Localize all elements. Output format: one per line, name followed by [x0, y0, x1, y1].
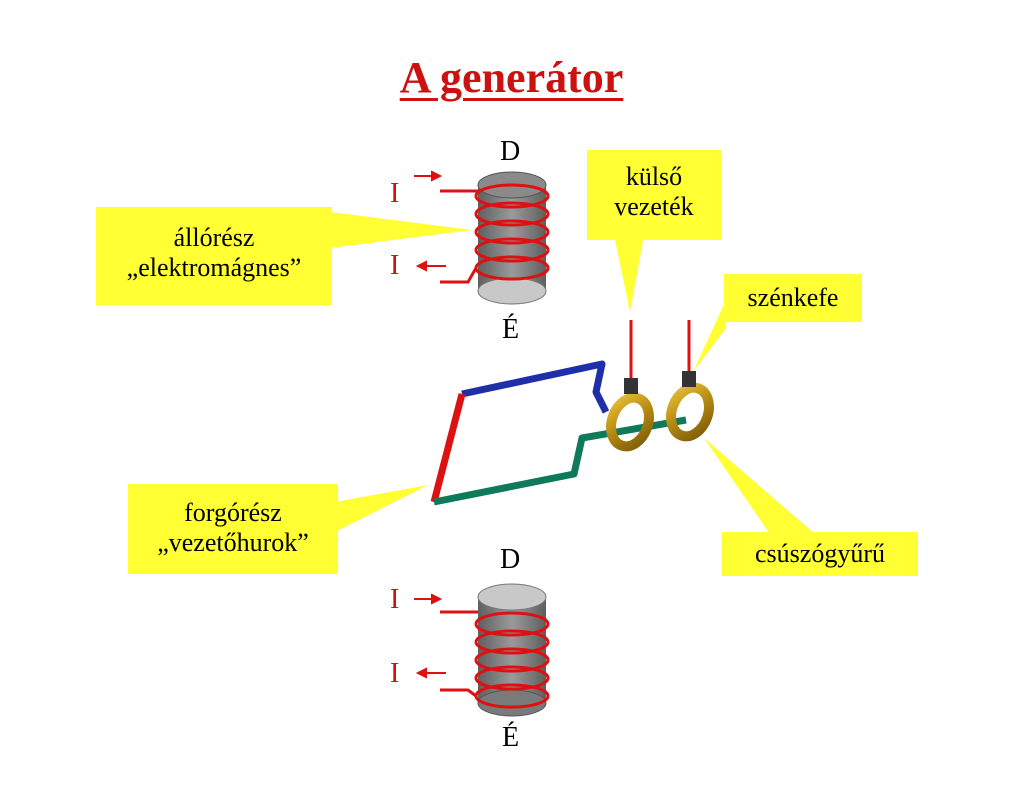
bottom-current-arrows — [414, 593, 446, 679]
carbon-brush-left — [624, 378, 638, 394]
brush-callout-pointer — [693, 300, 726, 372]
rotor-wire-loop — [430, 360, 687, 506]
bottom-coil-windings — [440, 610, 550, 709]
carbon-brush-right — [682, 371, 696, 387]
loop-red-segment — [430, 393, 466, 503]
top-current-arrows — [414, 170, 446, 272]
slip-rings — [606, 382, 714, 452]
slip-ring-right — [666, 382, 714, 442]
brush-callout: szénkefe — [724, 274, 862, 322]
outer-wire-callout: külső vezeték — [587, 150, 721, 240]
stator-callout-line1: állórész — [173, 223, 255, 252]
top-current-out-label: I — [390, 250, 400, 281]
slip-ring-callout-pointer — [704, 438, 815, 534]
top-core-bottom-face — [477, 277, 547, 305]
brushes — [624, 320, 696, 394]
rotor-callout-pointer — [335, 485, 428, 532]
top-electromagnet — [414, 170, 550, 305]
rotor-callout-line2: „vezetőhurok” — [157, 528, 309, 557]
bottom-electromagnet — [414, 583, 550, 717]
outer-wire-callout-pointer — [614, 235, 644, 312]
stator-callout-line2: „elektromágnes” — [126, 253, 302, 282]
bottom-south-pole-label: É — [502, 722, 520, 753]
stator-callout: állórész „elektromágnes” — [96, 207, 332, 305]
rotor-callout: forgórész „vezetőhurok” — [128, 484, 338, 574]
slip-ring-left — [606, 392, 654, 452]
slip-ring-callout-label: csúszógyűrű — [755, 539, 885, 568]
brush-callout-label: szénkefe — [747, 283, 839, 312]
bottom-north-pole-label: D — [500, 544, 521, 575]
outer-wire-callout-line1: külső — [625, 162, 683, 191]
stator-callout-pointer — [330, 212, 472, 248]
top-current-in-label: I — [390, 178, 400, 209]
top-south-pole-label: É — [502, 314, 520, 345]
bottom-core-top-face — [477, 583, 547, 611]
loop-blue-segment — [461, 360, 610, 414]
slip-ring-callout: csúszógyűrű — [722, 532, 918, 576]
bottom-current-in-label: I — [390, 584, 400, 615]
top-coil-windings — [440, 183, 550, 284]
rotor-callout-line1: forgórész — [184, 498, 282, 527]
outer-wire-callout-line2: vezeték — [614, 192, 694, 221]
loop-green-segment — [433, 416, 687, 506]
top-north-pole-label: D — [500, 136, 521, 167]
page-title: A generátor — [399, 53, 624, 102]
bottom-current-out-label: I — [390, 658, 400, 689]
